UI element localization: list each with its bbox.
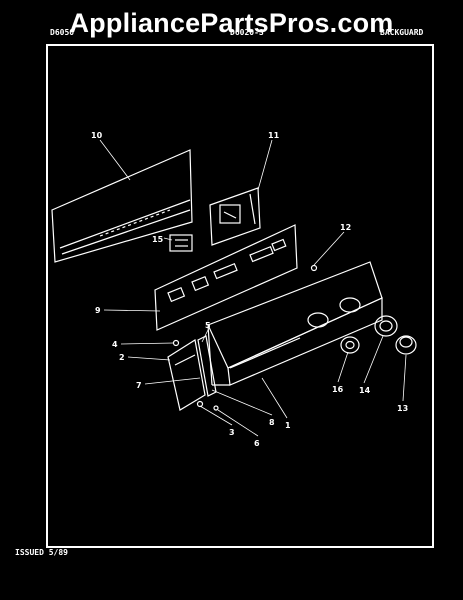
part-11-bracket [209,187,261,246]
part-9-control-panel [154,224,298,331]
header-model-center: D6020-S [230,28,264,37]
part-5-end-strip [197,335,217,397]
header-model-left: D6050 [50,28,75,37]
callout-14: 14 [359,386,371,395]
callout-4: 4 [112,340,118,349]
callout-9: 9 [95,306,101,315]
callout-11: 11 [268,131,280,140]
callout-2: 2 [119,353,125,362]
callout-12: 12 [340,223,351,232]
issue-date: ISSUED 5/89 [15,548,68,557]
part-3-screw [196,400,204,408]
callout-7: 7 [136,381,142,390]
part-10-rear-panel [51,149,193,263]
header-section-title: BACKGUARD [380,28,424,37]
leader-lines [99,139,407,437]
callout-10: 10 [91,131,103,140]
part-15-switch [169,234,193,252]
part-2-end-cap [167,339,206,411]
part-12-clip [310,264,318,272]
callout-8: 8 [269,418,275,427]
part-13-knob [395,335,417,355]
callout-3: 3 [229,428,235,437]
callout-5: 5 [205,321,211,330]
part-16-knob [340,336,360,354]
callout-16: 16 [332,385,344,394]
part-6-screw [213,405,219,411]
watermark: AppliancePartsPros.com [69,8,394,38]
callout-13: 13 [397,404,408,413]
part-1-backguard-housing [207,261,383,386]
callout-15: 15 [152,235,164,244]
callout-1: 1 [285,421,291,430]
part-4-screw [172,339,180,347]
diagram-frame [46,44,434,548]
part-14-knob-skirt [374,315,398,337]
callout-6: 6 [254,439,260,448]
